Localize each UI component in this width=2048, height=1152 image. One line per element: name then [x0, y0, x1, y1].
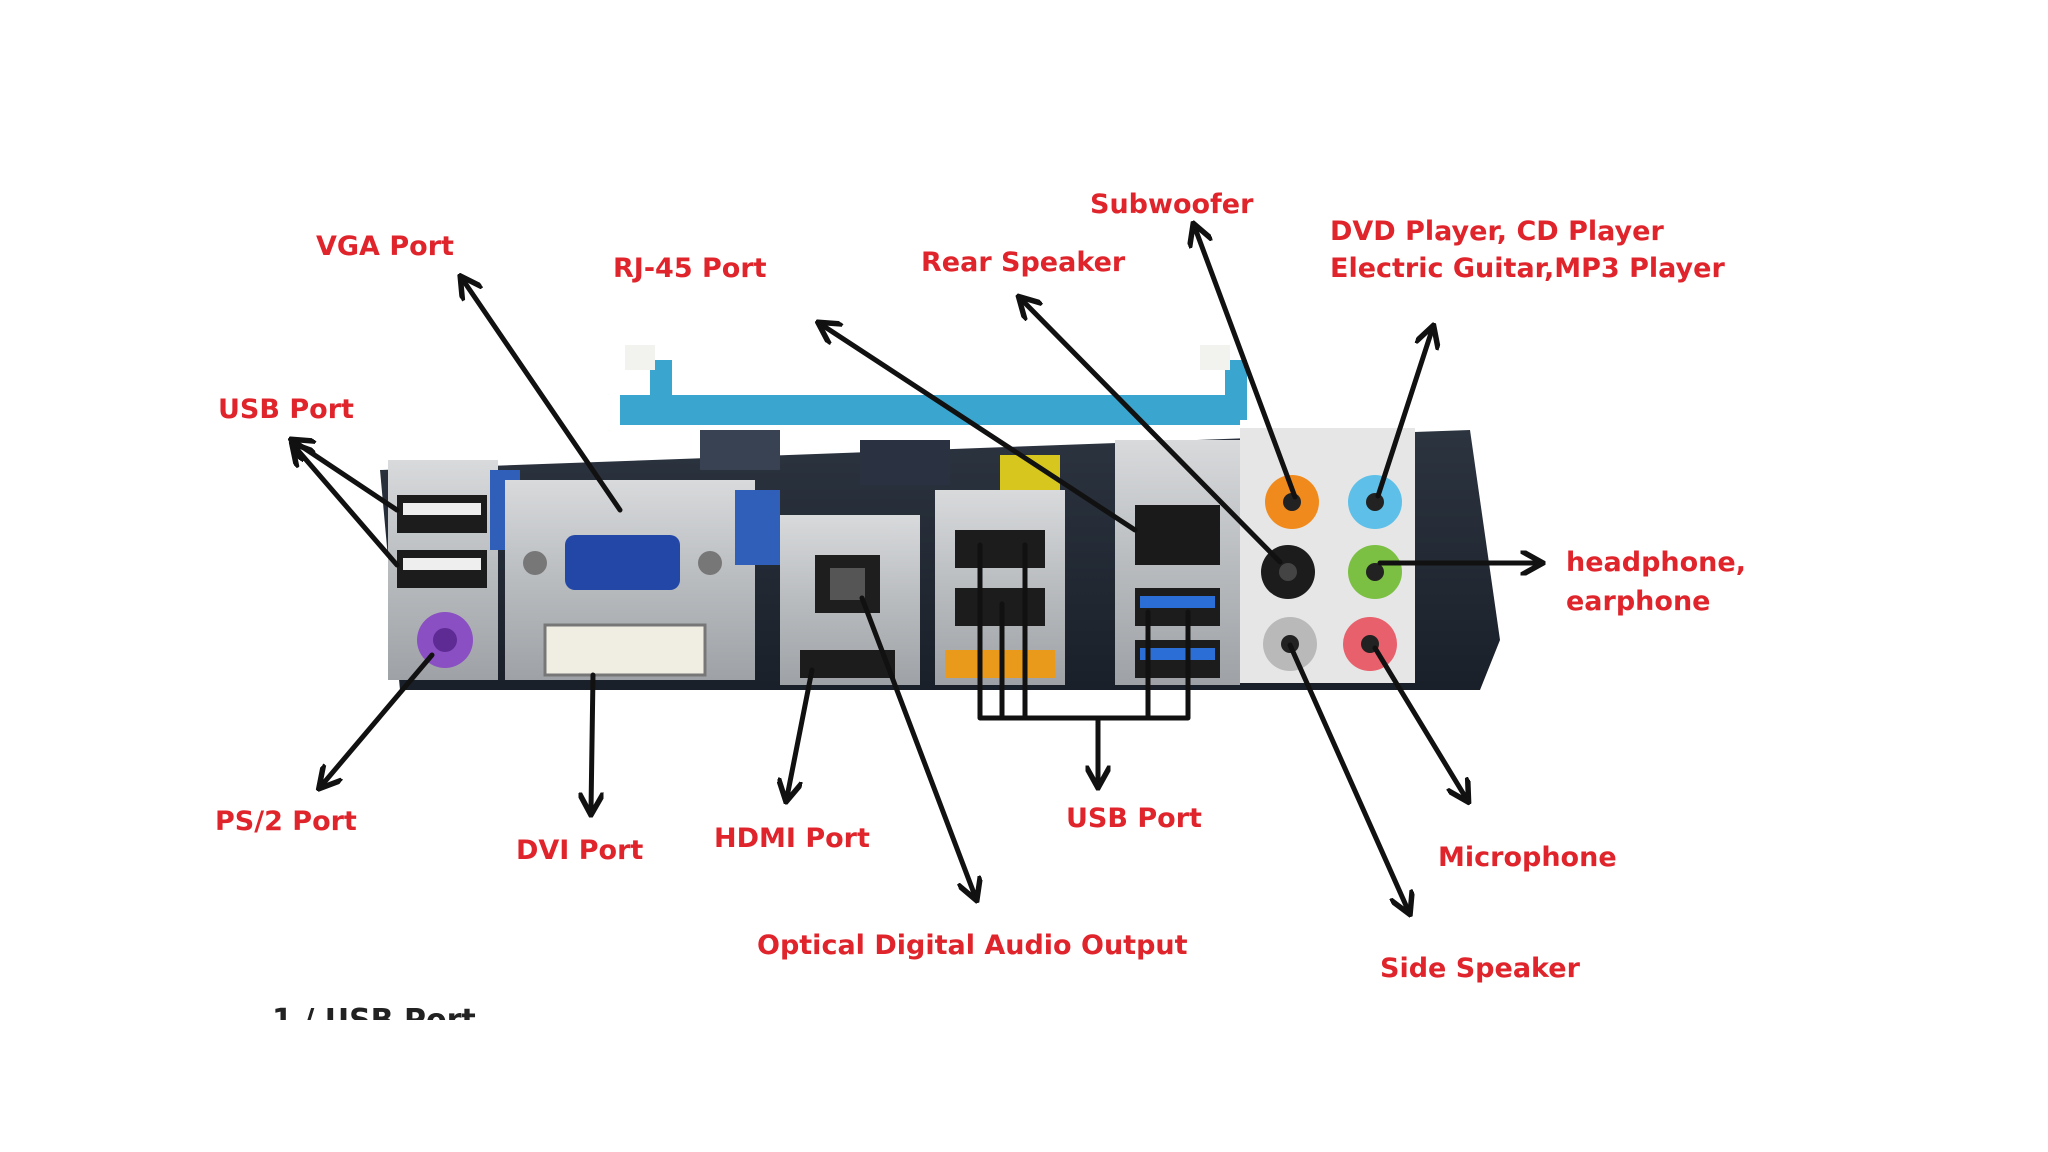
label-side-speaker: Side Speaker [1380, 953, 1581, 984]
arrow-subwoofer [1195, 228, 1298, 500]
audio-jack-hole [1366, 493, 1384, 511]
usb-slot-tongue [403, 558, 481, 570]
vga-screw [698, 551, 722, 575]
rj45-connector [1135, 505, 1220, 565]
labels: USB Port VGA Port RJ-45 Port Rear Speake… [215, 189, 1746, 984]
arrow-microphone [1372, 645, 1466, 798]
label-vga-port: VGA Port [316, 231, 454, 262]
label-microphone: Microphone [1438, 842, 1617, 873]
arrow-rj45-port [822, 325, 1138, 533]
label-usb-port-left: USB Port [218, 394, 354, 425]
arrow-side-speaker [1287, 642, 1408, 910]
motherboard-photo [380, 345, 1500, 690]
ps2-connector-center [433, 628, 457, 652]
usb-slot [955, 530, 1045, 568]
label-dvd-line2: Electric Guitar,MP3 Player [1330, 253, 1725, 284]
dvi-connector [543, 623, 707, 677]
arrow-ps2-port [322, 652, 435, 785]
label-dvi-port: DVI Port [516, 835, 643, 866]
optical-connector-inner [830, 568, 865, 600]
label-usb-port-bottom: USB Port [1066, 803, 1202, 834]
label-optical-audio: Optical Digital Audio Output [757, 930, 1188, 961]
hdmi-connector [800, 650, 895, 678]
usb3-tongue [1140, 596, 1215, 608]
vga-screw [523, 551, 547, 575]
usb-slot-tongue [403, 503, 481, 515]
arrow-hdmi-port [787, 667, 815, 797]
memory-slot [650, 360, 672, 420]
arrow-usb-port-bottom-bracket [977, 542, 1191, 721]
arrow-vga-port [463, 280, 623, 513]
cropped-caption: 1 / USB Port [272, 1003, 476, 1038]
arrow-optical-audio [859, 595, 975, 896]
label-subwoofer: Subwoofer [1090, 189, 1254, 220]
label-ps2-port: PS/2 Port [215, 806, 357, 837]
memory-slot [1225, 360, 1247, 420]
arrows [295, 228, 1538, 910]
label-headphone-line1: headphone, [1566, 547, 1746, 578]
memory-slot [620, 395, 1240, 425]
pcb-component [700, 430, 780, 470]
blue-bracket [735, 490, 780, 565]
usb3-tongue [1140, 648, 1215, 660]
vga-connector [565, 535, 680, 590]
label-dvd-line1: DVD Player, CD Player [1330, 216, 1664, 247]
label-hdmi-port: HDMI Port [714, 823, 870, 854]
label-rj45-port: RJ-45 Port [613, 253, 767, 284]
label-rear-speaker: Rear Speaker [921, 247, 1126, 278]
memory-clip [1200, 345, 1230, 370]
label-headphone-line2: earphone [1566, 586, 1710, 617]
audio-jack-hole [1366, 563, 1384, 581]
arrow-dvd-player [1375, 330, 1432, 499]
arrow-rear-speaker [1022, 300, 1283, 565]
memory-clip [625, 345, 655, 370]
pcb-component [860, 440, 950, 485]
arrow-dvi-port [591, 672, 593, 810]
audio-jack-hole [1279, 563, 1297, 581]
arrow-usb-port-left-2 [295, 447, 400, 568]
